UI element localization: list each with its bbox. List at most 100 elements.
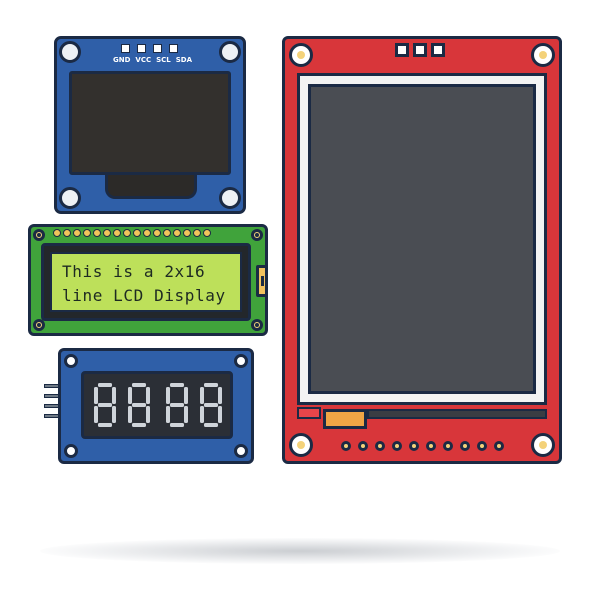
tft-bottom-pin xyxy=(477,441,487,451)
lcd-mounting-hole-top-right xyxy=(251,229,263,241)
tft-bottom-pin xyxy=(392,441,402,451)
tft-bottom-header-pins xyxy=(341,441,504,451)
tft-bottom-pin xyxy=(426,441,436,451)
segment xyxy=(204,383,218,387)
seven-segment-mounting-hole-bottom-right xyxy=(234,444,248,458)
tft-bottom-pin xyxy=(375,441,385,451)
tft-flex-connector-left xyxy=(297,407,321,419)
oled-header-pins xyxy=(121,44,178,53)
lcd-header-pad xyxy=(203,229,211,237)
lcd-header-pad xyxy=(163,229,171,237)
segment xyxy=(128,387,132,404)
segment xyxy=(112,406,116,423)
tft-mounting-hole-bottom-left xyxy=(289,433,313,457)
tft-mounting-hole-bottom-right xyxy=(531,433,555,457)
segment xyxy=(170,383,184,387)
tft-top-pin xyxy=(395,43,409,57)
tft-top-connector xyxy=(395,43,445,57)
seven-segment-mounting-hole-top-left xyxy=(64,354,78,368)
segment xyxy=(184,406,188,423)
oled-mounting-hole-top-left xyxy=(59,41,81,63)
lcd-header-pad xyxy=(153,229,161,237)
oled-pin-labels: GND VCC SCL SDA xyxy=(113,56,192,64)
segment xyxy=(128,406,132,423)
tft-flex-connector xyxy=(323,409,367,429)
lcd-header-pad xyxy=(173,229,181,237)
lcd-line-1: This is a 2x16 xyxy=(62,262,206,281)
oled-pin xyxy=(121,44,130,53)
oled-pin xyxy=(137,44,146,53)
oled-pin-label-sda: SDA xyxy=(175,56,193,64)
oled-module: GND VCC SCL SDA xyxy=(54,36,246,214)
segment xyxy=(112,387,116,404)
seven-segment-mounting-hole-bottom-left xyxy=(64,444,78,458)
segment xyxy=(94,387,98,404)
tft-mounting-hole-top-right xyxy=(531,43,555,67)
lcd-header-pad xyxy=(73,229,81,237)
tft-bottom-pin xyxy=(494,441,504,451)
oled-pin xyxy=(169,44,178,53)
oled-ribbon-cable xyxy=(105,171,197,199)
oled-screen xyxy=(69,71,231,175)
tft-module xyxy=(282,36,562,464)
segment xyxy=(146,387,150,404)
tft-flex-strip xyxy=(367,409,547,419)
segment xyxy=(204,403,218,407)
lcd-mounting-hole-bottom-left xyxy=(33,319,45,331)
tft-bottom-pin xyxy=(341,441,351,451)
lcd-header-pad xyxy=(103,229,111,237)
oled-mounting-hole-bottom-right xyxy=(219,187,241,209)
lcd-header-pad xyxy=(143,229,151,237)
segment xyxy=(94,406,98,423)
oled-mounting-hole-bottom-left xyxy=(59,187,81,209)
segment xyxy=(98,423,112,427)
lcd-header-pad xyxy=(113,229,121,237)
lcd-header-pad xyxy=(183,229,191,237)
segment xyxy=(204,423,218,427)
tft-bottom-pin xyxy=(409,441,419,451)
segment xyxy=(98,383,112,387)
segment xyxy=(170,403,184,407)
lcd-header-pad xyxy=(123,229,131,237)
lcd-bezel: This is a 2x16 line LCD Display xyxy=(41,243,251,321)
tft-top-pin xyxy=(413,43,427,57)
oled-pin xyxy=(153,44,162,53)
segment xyxy=(218,406,222,423)
segment xyxy=(218,387,222,404)
segment xyxy=(132,423,146,427)
segment xyxy=(166,387,170,404)
lcd-module: This is a 2x16 line LCD Display xyxy=(28,224,268,336)
oled-pin-label-gnd: GND xyxy=(113,56,131,64)
oled-mounting-hole-top-right xyxy=(219,41,241,63)
ground-shadow xyxy=(40,538,560,564)
lcd-header-pad xyxy=(53,229,61,237)
lcd-header-pad xyxy=(133,229,141,237)
segment xyxy=(184,387,188,404)
segment xyxy=(132,403,146,407)
tft-screen-frame xyxy=(297,73,547,405)
tft-bottom-pin xyxy=(443,441,453,451)
segment xyxy=(166,406,170,423)
tft-top-pin xyxy=(431,43,445,57)
seven-segment-digits xyxy=(94,383,222,427)
segment xyxy=(146,406,150,423)
seven-segment-module xyxy=(58,348,254,464)
segment xyxy=(200,387,204,404)
lcd-glass: This is a 2x16 line LCD Display xyxy=(50,252,242,312)
seven-segment-display xyxy=(81,371,233,439)
lcd-contrast-connector xyxy=(256,265,268,297)
segment xyxy=(132,383,146,387)
lcd-header-pad xyxy=(63,229,71,237)
seven-segment-mounting-hole-top-right xyxy=(234,354,248,368)
tft-mounting-hole-top-left xyxy=(289,43,313,67)
segment xyxy=(98,403,112,407)
lcd-header-pad xyxy=(193,229,201,237)
tft-screen xyxy=(308,84,536,394)
tft-bottom-pin xyxy=(460,441,470,451)
lcd-header-pad xyxy=(83,229,91,237)
tft-bottom-pin xyxy=(358,441,368,451)
oled-pin-label-scl: SCL xyxy=(156,56,171,64)
lcd-mounting-hole-bottom-right xyxy=(251,319,263,331)
lcd-header-pad xyxy=(93,229,101,237)
